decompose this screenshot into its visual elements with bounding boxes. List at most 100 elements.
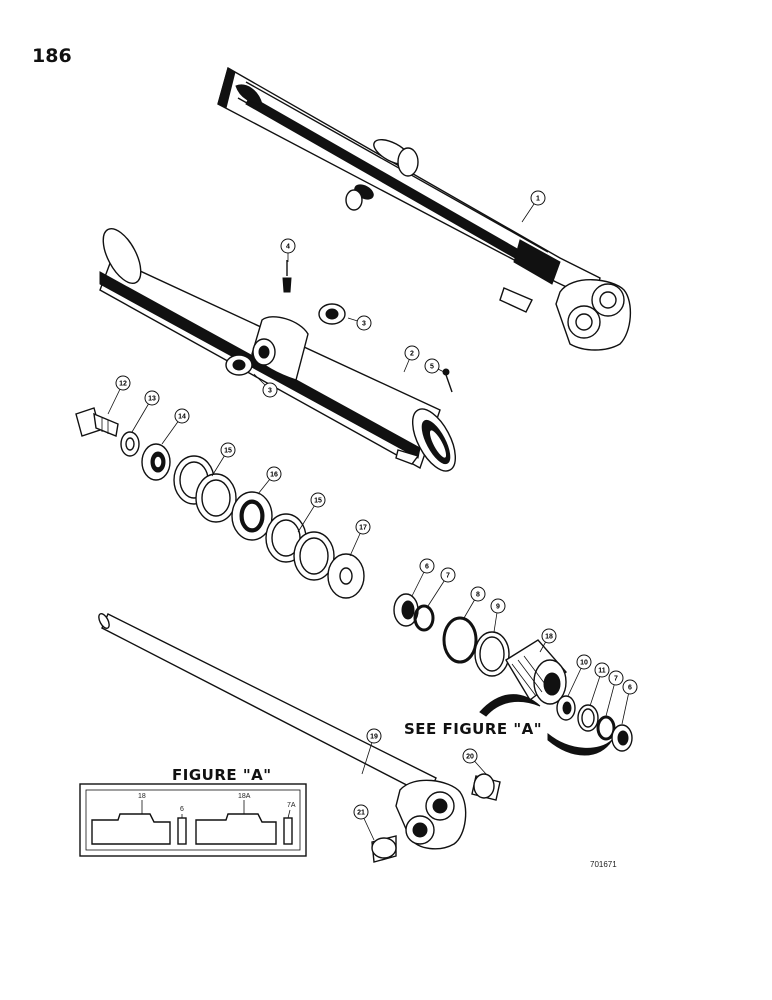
seal-ring-b [195, 473, 237, 523]
gland-part [505, 639, 568, 705]
callout-balloon: 11 [589, 662, 610, 707]
drawing-code: 701671 [590, 860, 617, 869]
callout-circle [404, 345, 420, 361]
ring-11 [577, 704, 599, 732]
ring-8 [442, 616, 478, 664]
callout-number: 18 [545, 634, 553, 641]
callout-balloon: 20 [462, 748, 487, 775]
callout-number: 10 [580, 660, 588, 667]
callout-balloon: 2 [403, 345, 420, 373]
callout-balloon: 6 [411, 558, 435, 597]
callout-balloon: 17 [349, 519, 371, 557]
callout-circle [366, 728, 382, 744]
figure-a-box [79, 783, 307, 857]
callout-balloon: 8 [463, 586, 486, 619]
o-ring-part [413, 604, 435, 632]
ring-9 [474, 631, 510, 677]
figure-a-label-18a: 18A [238, 793, 251, 800]
callout-circle [576, 654, 592, 670]
callout-circle [280, 238, 296, 254]
bushing-20 [471, 773, 501, 801]
callout-balloon: 4 [280, 238, 296, 262]
wiper-6b [611, 724, 633, 752]
callout-number: 13 [148, 396, 156, 403]
callout-number: 16 [270, 472, 278, 479]
figure-a-label-7a: 7A [287, 802, 296, 809]
callout-number: 20 [466, 754, 474, 761]
assembled-cylinder [217, 66, 631, 351]
callout-circle [356, 315, 372, 331]
callout-circle [262, 382, 278, 398]
callout-number: 21 [357, 810, 365, 817]
callout-number: 14 [178, 414, 186, 421]
callout-balloon: 15 [297, 492, 326, 533]
callout-balloon: 3 [253, 373, 278, 398]
backup-ring [327, 553, 365, 599]
callout-number: 6 [425, 564, 429, 571]
callout-circle [355, 519, 371, 535]
callout-number: 7 [614, 676, 618, 683]
callout-number: 8 [476, 592, 480, 599]
wiper-part [393, 593, 419, 627]
callout-circle [440, 567, 456, 583]
callout-circle [608, 670, 624, 686]
callout-balloon: 7 [427, 567, 456, 607]
page-number: 186 [32, 45, 72, 67]
wear-ring [231, 491, 273, 541]
callout-number: 15 [224, 448, 232, 455]
callout-balloon: 21 [353, 804, 375, 841]
callout-balloon: 15 [211, 442, 236, 477]
callout-balloon: 1 [521, 190, 546, 223]
callout-circle [144, 390, 160, 406]
callout-circle [424, 358, 440, 374]
callout-circle [530, 190, 546, 206]
callout-circle [462, 748, 478, 764]
callout-circle [622, 679, 638, 695]
bushing-lower [225, 354, 253, 376]
cylinder-tube [99, 228, 457, 472]
callout-balloon: 13 [131, 390, 160, 433]
callout-number: 17 [359, 525, 367, 532]
callout-balloon: 3 [347, 315, 372, 331]
piston-part [141, 443, 171, 481]
callout-circle [470, 586, 486, 602]
callout-balloon: 9 [490, 598, 506, 633]
figure-a-label-18: 18 [138, 793, 146, 800]
callout-balloon: 12 [107, 375, 131, 415]
callout-number: 3 [362, 321, 366, 328]
callout-balloon: 16 [257, 466, 282, 495]
callout-number: 15 [314, 498, 322, 505]
callout-number: 7 [446, 573, 450, 580]
figure-a-title: FIGURE "A" [172, 766, 272, 784]
callout-circle [490, 598, 506, 614]
callout-circle [266, 466, 282, 482]
see-figure-label: SEE FIGURE "A" [404, 720, 543, 738]
callout-balloon: 10 [567, 654, 592, 697]
callout-number: 5 [430, 364, 434, 371]
callout-balloon: 7 [605, 670, 624, 717]
callout-number: 4 [286, 244, 290, 251]
callout-circle [115, 375, 131, 391]
piston-rod [98, 612, 467, 850]
callout-number: 11 [598, 668, 606, 675]
callout-circle [310, 492, 326, 508]
bushing-21 [371, 835, 397, 863]
callout-circle [419, 558, 435, 574]
callout-number: 3 [268, 388, 272, 395]
callout-circle [594, 662, 610, 678]
callout-number: 12 [119, 381, 127, 388]
callout-number: 6 [628, 685, 632, 692]
callout-number: 9 [496, 604, 500, 611]
figure-a-label-6: 6 [180, 806, 184, 813]
callout-number: 1 [536, 196, 540, 203]
callout-balloon: 5 [424, 358, 445, 374]
bolt-part [75, 407, 119, 437]
ring-7b [596, 715, 616, 741]
callout-circle [541, 628, 557, 644]
callout-circle [174, 408, 190, 424]
callout-number: 2 [410, 351, 414, 358]
callout-circle [220, 442, 236, 458]
callout-balloon: 19 [361, 728, 382, 775]
